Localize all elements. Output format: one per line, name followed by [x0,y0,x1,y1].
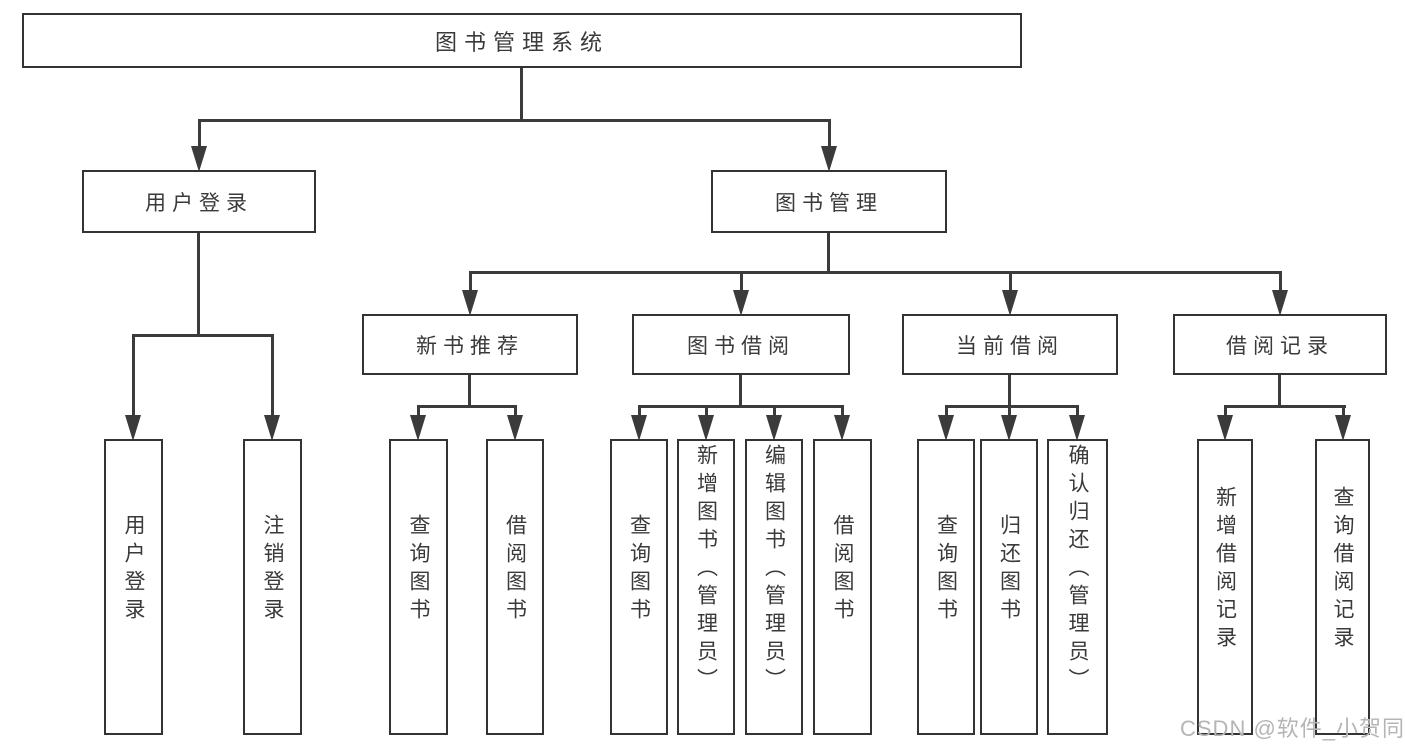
node-label: 新增借阅记录 [1213,486,1237,654]
node-label: 编辑图书（管理员） [762,444,786,696]
node-leaf_query_borrow_record: 查询借阅记录 [1315,439,1370,735]
arrow-stem-leaf_edit_book [772,405,776,417]
node-leaf_logout: 注销登录 [243,439,302,735]
arrow-stem-book_borrow [739,271,743,292]
arrowhead-into-new_book_rec [462,290,478,316]
node-leaf_query_book_3: 查询图书 [917,439,975,735]
node-leaf_query_book_1: 查询图书 [389,439,448,735]
stub-from-book_mgmt [826,233,830,274]
node-label: 图书借阅 [687,334,795,358]
node-leaf_add_book: 新增图书（管理员） [677,439,735,735]
node-label: 图书管理系统 [434,29,609,55]
stub-from-book_borrow [738,375,742,408]
node-root: 图书管理系统 [22,13,1022,68]
arrowhead-into-leaf_query_book_2 [631,415,647,441]
arrow-stem-leaf_add_book [704,405,708,417]
arrow-stem-leaf_return_book [1007,405,1011,417]
node-label: 用户登录 [122,514,146,626]
arrow-stem-leaf_query_borrow_record [1341,405,1345,417]
arrowhead-into-leaf_add_book [698,415,714,441]
arrowhead-into-leaf_logout [264,415,280,441]
node-leaf_edit_book: 编辑图书（管理员） [745,439,803,735]
node-label: 归还图书 [997,514,1021,626]
arrow-stem-leaf_borrow_book_2 [840,405,844,417]
stub-from-root [519,68,523,122]
node-leaf_add_borrow_record: 新增借阅记录 [1197,439,1253,735]
arrow-stem-leaf_borrow_book_1 [513,405,517,417]
stub-from-new_book_rec [467,375,471,408]
node-label: 用户登录 [145,191,253,215]
arrowhead-into-leaf_edit_book [766,415,782,441]
bracket-user-login-children [132,334,274,337]
node-new_book_rec: 新书推荐 [362,314,578,375]
arrow-stem-book_mgmt [827,119,831,148]
node-label: 查询借阅记录 [1331,486,1355,654]
node-label: 新书推荐 [416,334,524,358]
arrowhead-into-leaf_return_book [1001,415,1017,441]
bracket-root-children [198,119,831,122]
node-label: 图书管理 [775,191,883,215]
arrow-stem-new_book_rec [468,271,472,292]
node-borrow_records: 借阅记录 [1173,314,1387,375]
node-leaf_return_book: 归还图书 [980,439,1038,735]
arrowhead-into-leaf_borrow_book_2 [834,415,850,441]
arrowhead-into-leaf_confirm_return [1069,415,1085,441]
node-leaf_query_book_2: 查询图书 [610,439,668,735]
stub-from-user_login [196,233,200,337]
bracket-book-mgmt-children [469,271,1281,274]
arrowhead-into-current_borrow [1002,290,1018,316]
arrow-stem-leaf_add_borrow_record [1223,405,1227,417]
node-label: 确认归还（管理员） [1066,444,1090,696]
arrowhead-into-leaf_query_borrow_record [1335,415,1351,441]
node-label: 查询图书 [934,514,958,626]
node-leaf_borrow_book_2: 借阅图书 [813,439,872,735]
bracket-current-borrow-children [945,405,1079,408]
node-label: 借阅图书 [503,514,527,626]
watermark: CSDN @软件_小贺同学 [1180,716,1405,741]
bracket-book-borrow-children [638,405,844,408]
arrow-stem-user_login [197,119,201,148]
node-label: 借阅图书 [831,514,855,626]
arrow-stem-leaf_confirm_return [1075,405,1079,417]
bracket-new-book-rec-children [417,405,517,408]
arrow-stem-leaf_query_book_1 [416,405,420,417]
arrowhead-into-leaf_query_book_3 [938,415,954,441]
stub-from-borrow_records [1277,375,1281,408]
node-leaf_confirm_return: 确认归还（管理员） [1047,439,1108,735]
arrowhead-into-borrow_records [1272,290,1288,316]
arrowhead-into-book_borrow [733,290,749,316]
arrow-stem-current_borrow [1008,271,1012,292]
arrowhead-into-leaf_borrow_book_1 [507,415,523,441]
node-label: 借阅记录 [1226,334,1334,358]
stub-from-current_borrow [1007,375,1011,408]
arrow-stem-leaf_user_login [131,334,135,417]
node-label: 新增图书（管理员） [694,444,718,696]
node-leaf_borrow_book_1: 借阅图书 [486,439,544,735]
bracket-borrow-records-children [1224,405,1346,408]
node-label: 当前借阅 [956,334,1064,358]
arrowhead-into-leaf_query_book_1 [410,415,426,441]
node-label: 查询图书 [627,514,651,626]
arrowhead-into-book_mgmt [821,146,837,172]
arrow-stem-borrow_records [1278,271,1282,292]
arrow-stem-leaf_logout [270,334,274,417]
arrowhead-into-user_login [191,146,207,172]
arrow-stem-leaf_query_book_2 [637,405,641,417]
arrow-stem-leaf_query_book_3 [944,405,948,417]
node-leaf_user_login: 用户登录 [104,439,163,735]
node-label: 查询图书 [407,514,431,626]
node-current_borrow: 当前借阅 [902,314,1118,375]
node-user_login: 用户登录 [82,170,316,233]
node-book_mgmt: 图书管理 [711,170,947,233]
arrowhead-into-leaf_user_login [125,415,141,441]
node-book_borrow: 图书借阅 [632,314,850,375]
node-label: 注销登录 [261,514,285,626]
arrowhead-into-leaf_add_borrow_record [1217,415,1233,441]
